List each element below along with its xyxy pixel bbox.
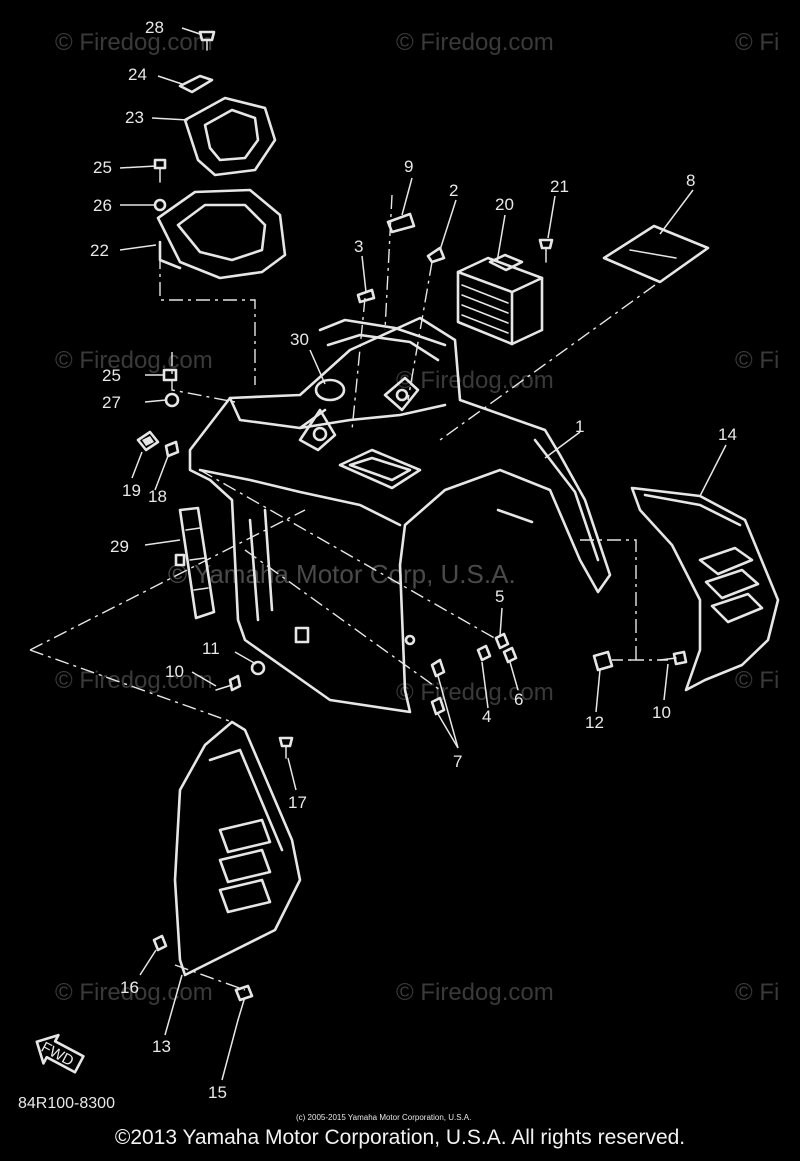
small-copyright: (c) 2005-2015 Yamaha Motor Corporation, … xyxy=(296,1113,471,1122)
part-21-bolt xyxy=(538,238,554,263)
copyright-notice: ©2013 Yamaha Motor Corporation, U.S.A. A… xyxy=(114,1126,686,1149)
callout-22: 22 xyxy=(90,241,109,260)
part-3-clip xyxy=(356,288,376,304)
callout-12: 12 xyxy=(585,713,604,732)
callout-10: 10 xyxy=(165,662,184,681)
part-11-washer xyxy=(250,660,266,676)
part-12-clip xyxy=(592,650,614,672)
watermark-text: © Firedog.com xyxy=(55,979,213,1006)
callout-6: 6 xyxy=(514,690,523,709)
callout-13: 13 xyxy=(152,1037,171,1056)
callout-28: 28 xyxy=(145,18,164,37)
watermark-text: © Firedog.com xyxy=(55,347,213,374)
watermark-layer: © Firedog.com © Firedog.com © Fi © Fired… xyxy=(55,29,779,1006)
part-9-clip xyxy=(386,212,416,234)
part-26-washer xyxy=(153,198,167,212)
leader-lines xyxy=(119,27,727,1081)
callout-5: 5 xyxy=(495,587,504,606)
watermark-text: © Firedog.com xyxy=(396,979,554,1006)
callout-21: 21 xyxy=(550,177,569,196)
callout-17: 17 xyxy=(288,793,307,812)
part-2-clip xyxy=(426,246,446,264)
part-6-nut xyxy=(502,646,518,664)
watermark-text: © Fi xyxy=(735,979,779,1006)
part-19-grommet xyxy=(136,430,160,452)
callout-7: 7 xyxy=(453,752,462,771)
part-1-front-fender xyxy=(188,316,612,714)
part-5-nut xyxy=(494,632,510,650)
callout-16: 16 xyxy=(120,978,139,997)
watermark-text: © Fi xyxy=(735,347,779,374)
callout-1: 1 xyxy=(575,417,584,436)
callout-numbers: 28 24 23 25 26 22 9 2 20 21 8 3 30 25 27… xyxy=(90,18,737,1102)
part-14-side-cover-right xyxy=(630,486,780,692)
watermark-text: © Firedog.com xyxy=(396,679,554,706)
callout-14: 14 xyxy=(718,425,737,444)
part-7-damper xyxy=(430,696,446,716)
callout-20: 20 xyxy=(495,195,514,214)
callout-27: 27 xyxy=(102,393,121,412)
callout-3: 3 xyxy=(354,237,363,256)
part-10-bolt xyxy=(215,674,242,692)
part-28-screw xyxy=(198,30,216,51)
callout-23: 23 xyxy=(125,108,144,127)
part-30-cap xyxy=(314,378,346,402)
part-24-plate xyxy=(178,74,214,94)
assembly-lines xyxy=(29,194,668,991)
part-25-screw xyxy=(153,158,167,183)
fwd-arrow-icon: FWD xyxy=(35,1033,85,1074)
callout-2: 2 xyxy=(449,181,458,200)
callout-30: 30 xyxy=(290,330,309,349)
part-13-side-cover-left xyxy=(173,720,302,977)
watermark-text: © Firedog.com xyxy=(396,29,554,56)
callout-4: 4 xyxy=(482,707,491,726)
callout-19: 19 xyxy=(122,481,141,500)
part-4-nut xyxy=(476,644,492,662)
callout-25: 25 xyxy=(93,158,112,177)
part-8-sheet xyxy=(602,224,710,284)
part-15-bolt xyxy=(234,984,254,1021)
callout-10: 10 xyxy=(652,703,671,722)
callout-11: 11 xyxy=(202,639,220,658)
part-29-bracket xyxy=(174,506,216,620)
part-22-housing xyxy=(156,188,287,280)
part-18-collar xyxy=(164,440,180,458)
part-7-damper xyxy=(430,658,446,678)
center-watermark: © Yamaha Motor Corp, U.S.A. xyxy=(168,559,516,589)
callout-8: 8 xyxy=(686,171,695,190)
part-16-grommet xyxy=(152,934,168,952)
callout-25: 25 xyxy=(102,366,121,385)
watermark-text: © Firedog.com xyxy=(55,667,213,694)
part-20-battery xyxy=(456,253,544,346)
watermark-text: © Fi xyxy=(735,29,779,56)
callout-9: 9 xyxy=(404,157,413,176)
watermark-text: © Firedog.com xyxy=(55,29,213,56)
part-10-bolt xyxy=(659,650,688,666)
watermark-text: © Firedog.com xyxy=(396,367,554,394)
callout-29: 29 xyxy=(110,537,129,556)
callout-15: 15 xyxy=(208,1083,227,1102)
callout-18: 18 xyxy=(148,487,167,506)
fasteners xyxy=(152,632,688,1021)
diagram-code: 84R100-8300 xyxy=(18,1095,115,1112)
watermark-text: © Fi xyxy=(735,667,779,694)
part-27-washer xyxy=(164,392,180,408)
callout-24: 24 xyxy=(128,65,147,84)
part-23-cover xyxy=(183,96,277,177)
callout-26: 26 xyxy=(93,196,112,215)
part-17-screw xyxy=(278,736,294,759)
